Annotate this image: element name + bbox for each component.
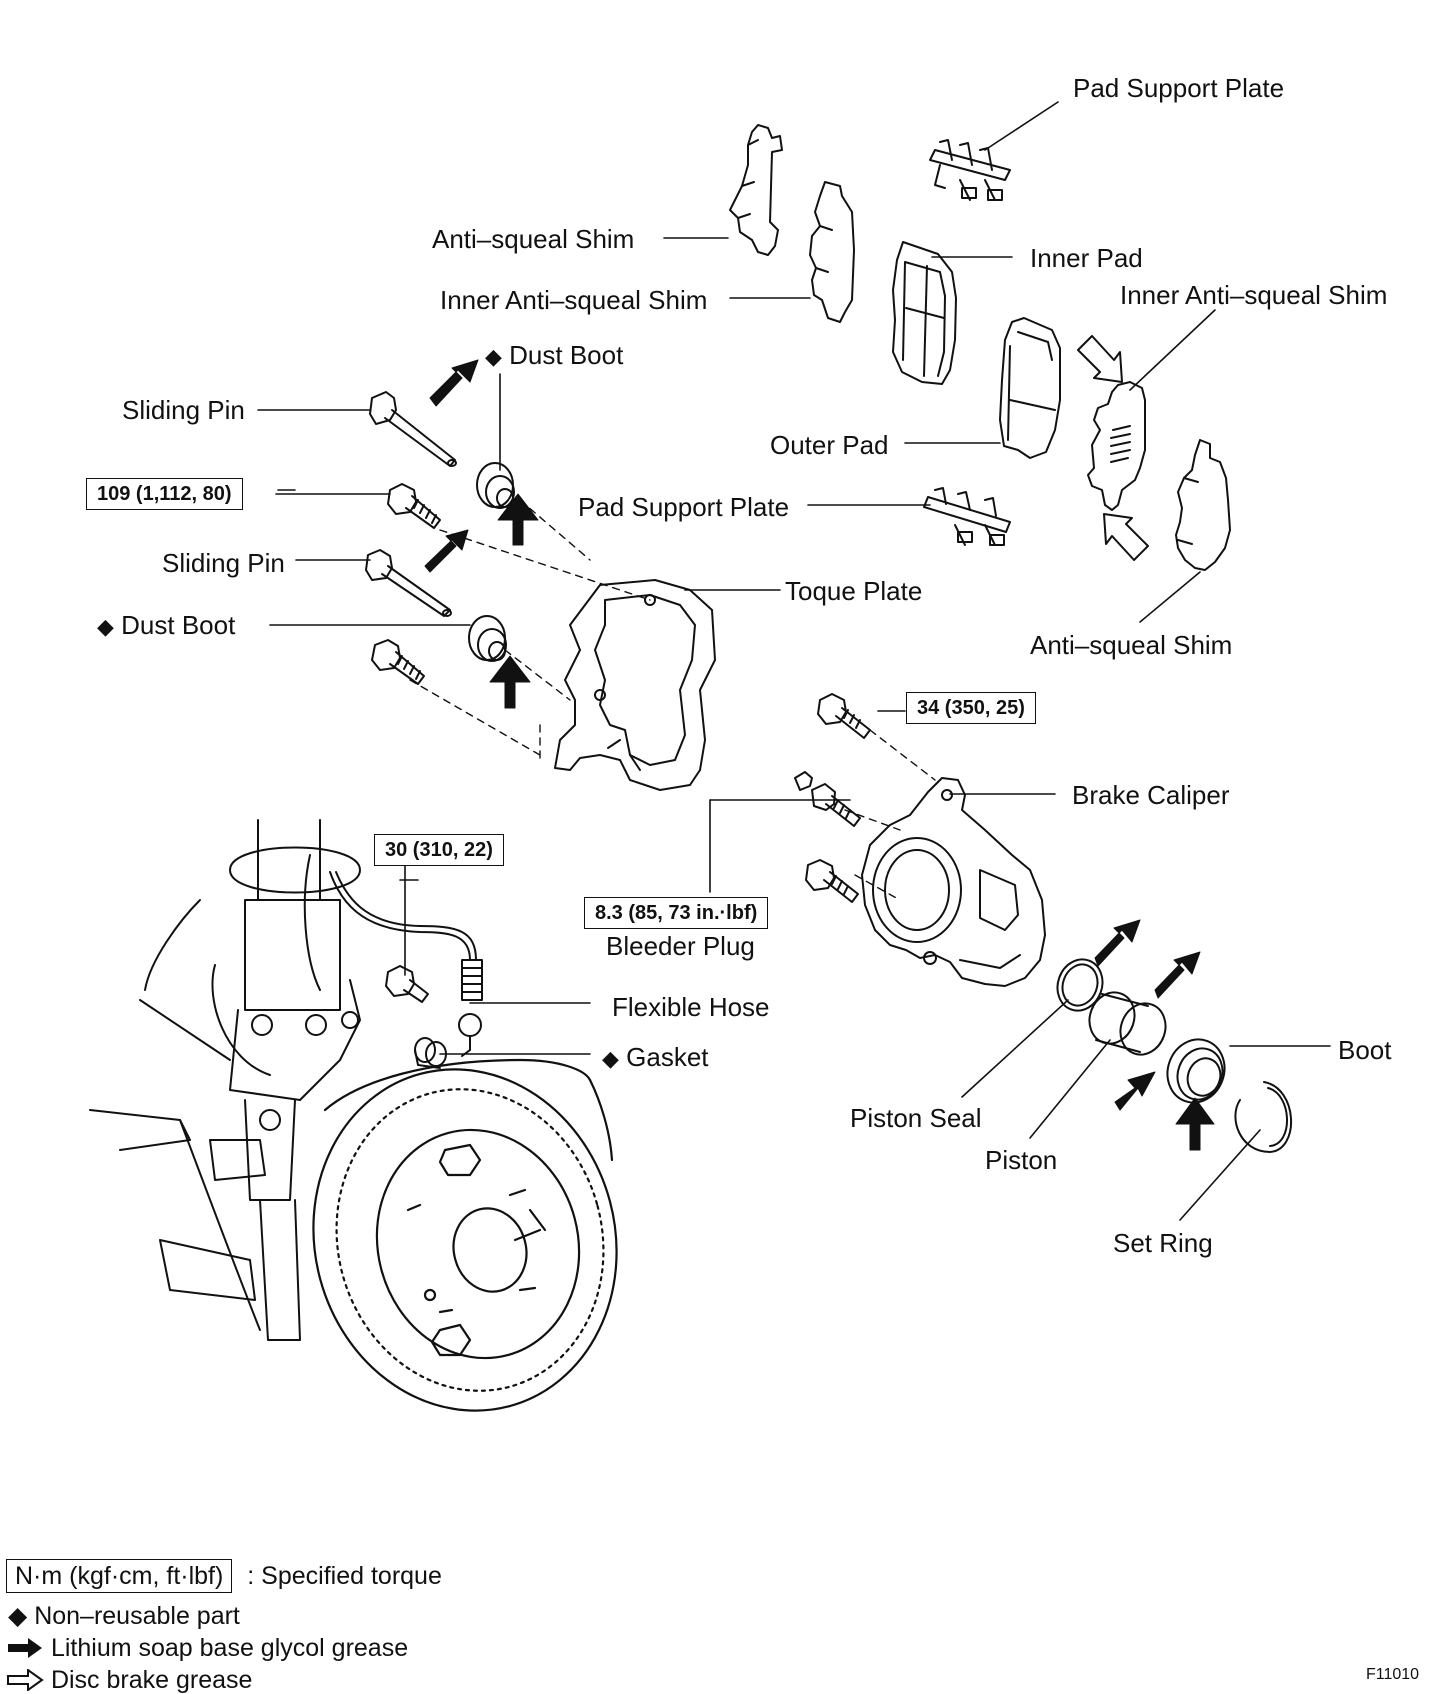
label-bleeder-plug: Bleeder Plug xyxy=(606,931,755,961)
legend-torque: N·m (kgf·cm, ft·lbf) : Specified torque xyxy=(6,1559,442,1593)
inner-pad xyxy=(892,241,957,385)
solid-arrow-icon xyxy=(424,359,1215,1151)
label-anti-squeal-shim-bottom: Anti–squeal Shim xyxy=(1030,630,1233,660)
flexible-hose xyxy=(329,871,483,1057)
legend-disc-text: Disc brake grease xyxy=(50,1666,253,1694)
label-anti-squeal-shim-top: Anti–squeal Shim xyxy=(432,224,635,254)
dust-boot-top-text: Dust Boot xyxy=(509,340,624,370)
bolt-lower xyxy=(371,639,425,685)
label-sliding-pin-top: Sliding Pin xyxy=(122,395,245,425)
brake-caliper xyxy=(861,777,1046,987)
label-pad-support-plate-top: Pad Support Plate xyxy=(1073,73,1285,103)
legend-lithium-text: Lithium soap base glycol grease xyxy=(50,1634,409,1662)
outline-arrow-icon xyxy=(1077,335,1149,561)
torque-box-30: 30 (310, 22) xyxy=(374,834,504,866)
union-bolt xyxy=(385,965,429,1003)
label-toque-plate: Toque Plate xyxy=(785,576,923,606)
legend-torque-unit: N·m (kgf·cm, ft·lbf) xyxy=(6,1559,233,1593)
diamond-icon: ◆ xyxy=(8,1602,28,1630)
diamond-icon: ◆ xyxy=(485,344,502,369)
brake-rotor xyxy=(312,1058,618,1412)
label-inner-anti-squeal-shim-left: Inner Anti–squeal Shim xyxy=(440,285,708,315)
torque-box-8-3: 8.3 (85, 73 in.·lbf) xyxy=(584,897,769,929)
label-boot: Boot xyxy=(1338,1035,1392,1065)
diamond-icon: ◆ xyxy=(97,614,114,639)
legend-non-reusable: ◆ Non–reusable part xyxy=(8,1604,240,1629)
dashed-guides xyxy=(409,499,936,901)
bolt-upper xyxy=(387,483,441,529)
inner-anti-squeal-shim-left xyxy=(809,181,855,323)
outer-pad xyxy=(999,317,1061,459)
label-inner-anti-squeal-shim-right: Inner Anti–squeal Shim xyxy=(1120,280,1388,310)
label-dust-boot-mid: ◆ Dust Boot xyxy=(97,612,235,638)
solid-arrow-icon xyxy=(8,1638,42,1658)
label-brake-caliper: Brake Caliper xyxy=(1072,780,1230,810)
label-set-ring: Set Ring xyxy=(1113,1228,1213,1258)
sliding-pin-mid xyxy=(365,549,452,617)
leader-lines xyxy=(257,101,1331,1221)
diamond-icon: ◆ xyxy=(602,1046,619,1071)
gasket xyxy=(414,1037,447,1069)
torque-box-34: 34 (350, 25) xyxy=(906,692,1036,724)
legend-disc: Disc brake grease xyxy=(6,1668,252,1693)
label-dust-boot-top: ◆ Dust Boot xyxy=(485,342,623,368)
figure-code: F11010 xyxy=(1366,1666,1420,1683)
label-gasket: ◆ Gasket xyxy=(602,1044,709,1070)
legend-non-reusable-text: Non–reusable part xyxy=(34,1602,240,1630)
label-sliding-pin-mid: Sliding Pin xyxy=(162,548,285,578)
label-piston-seal: Piston Seal xyxy=(850,1103,982,1133)
set-ring xyxy=(1234,1081,1292,1153)
sliding-pin-top xyxy=(369,391,457,467)
anti-squeal-shim-right xyxy=(1175,439,1231,571)
dust-boot-mid-text: Dust Boot xyxy=(121,610,236,640)
boot xyxy=(1166,1038,1226,1104)
label-pad-support-plate-mid: Pad Support Plate xyxy=(578,492,790,522)
piston-seal xyxy=(1056,958,1104,1012)
outline-arrow-icon xyxy=(7,1668,44,1692)
piston xyxy=(1088,991,1167,1056)
label-inner-pad: Inner Pad xyxy=(1030,243,1143,273)
label-outer-pad: Outer Pad xyxy=(770,430,889,460)
label-piston: Piston xyxy=(985,1145,1058,1175)
legend-lithium: Lithium soap base glycol grease xyxy=(6,1636,408,1661)
bleeder-plug-parts xyxy=(794,693,871,903)
torque-plate xyxy=(554,579,716,791)
gasket-text: Gasket xyxy=(626,1042,709,1072)
torque-box-109: 109 (1,112, 80) xyxy=(86,478,243,510)
legend-torque-desc: : Specified torque xyxy=(247,1562,442,1590)
pad-support-plate-top xyxy=(929,139,1011,201)
label-flexible-hose: Flexible Hose xyxy=(612,992,770,1022)
strut-assembly xyxy=(89,819,361,1341)
inner-anti-squeal-shim-right xyxy=(1087,381,1146,511)
anti-squeal-shim-top xyxy=(729,124,783,256)
dust-boot-top xyxy=(476,462,515,509)
dust-boot-mid xyxy=(468,615,507,662)
pad-support-plate-mid xyxy=(923,487,1011,546)
